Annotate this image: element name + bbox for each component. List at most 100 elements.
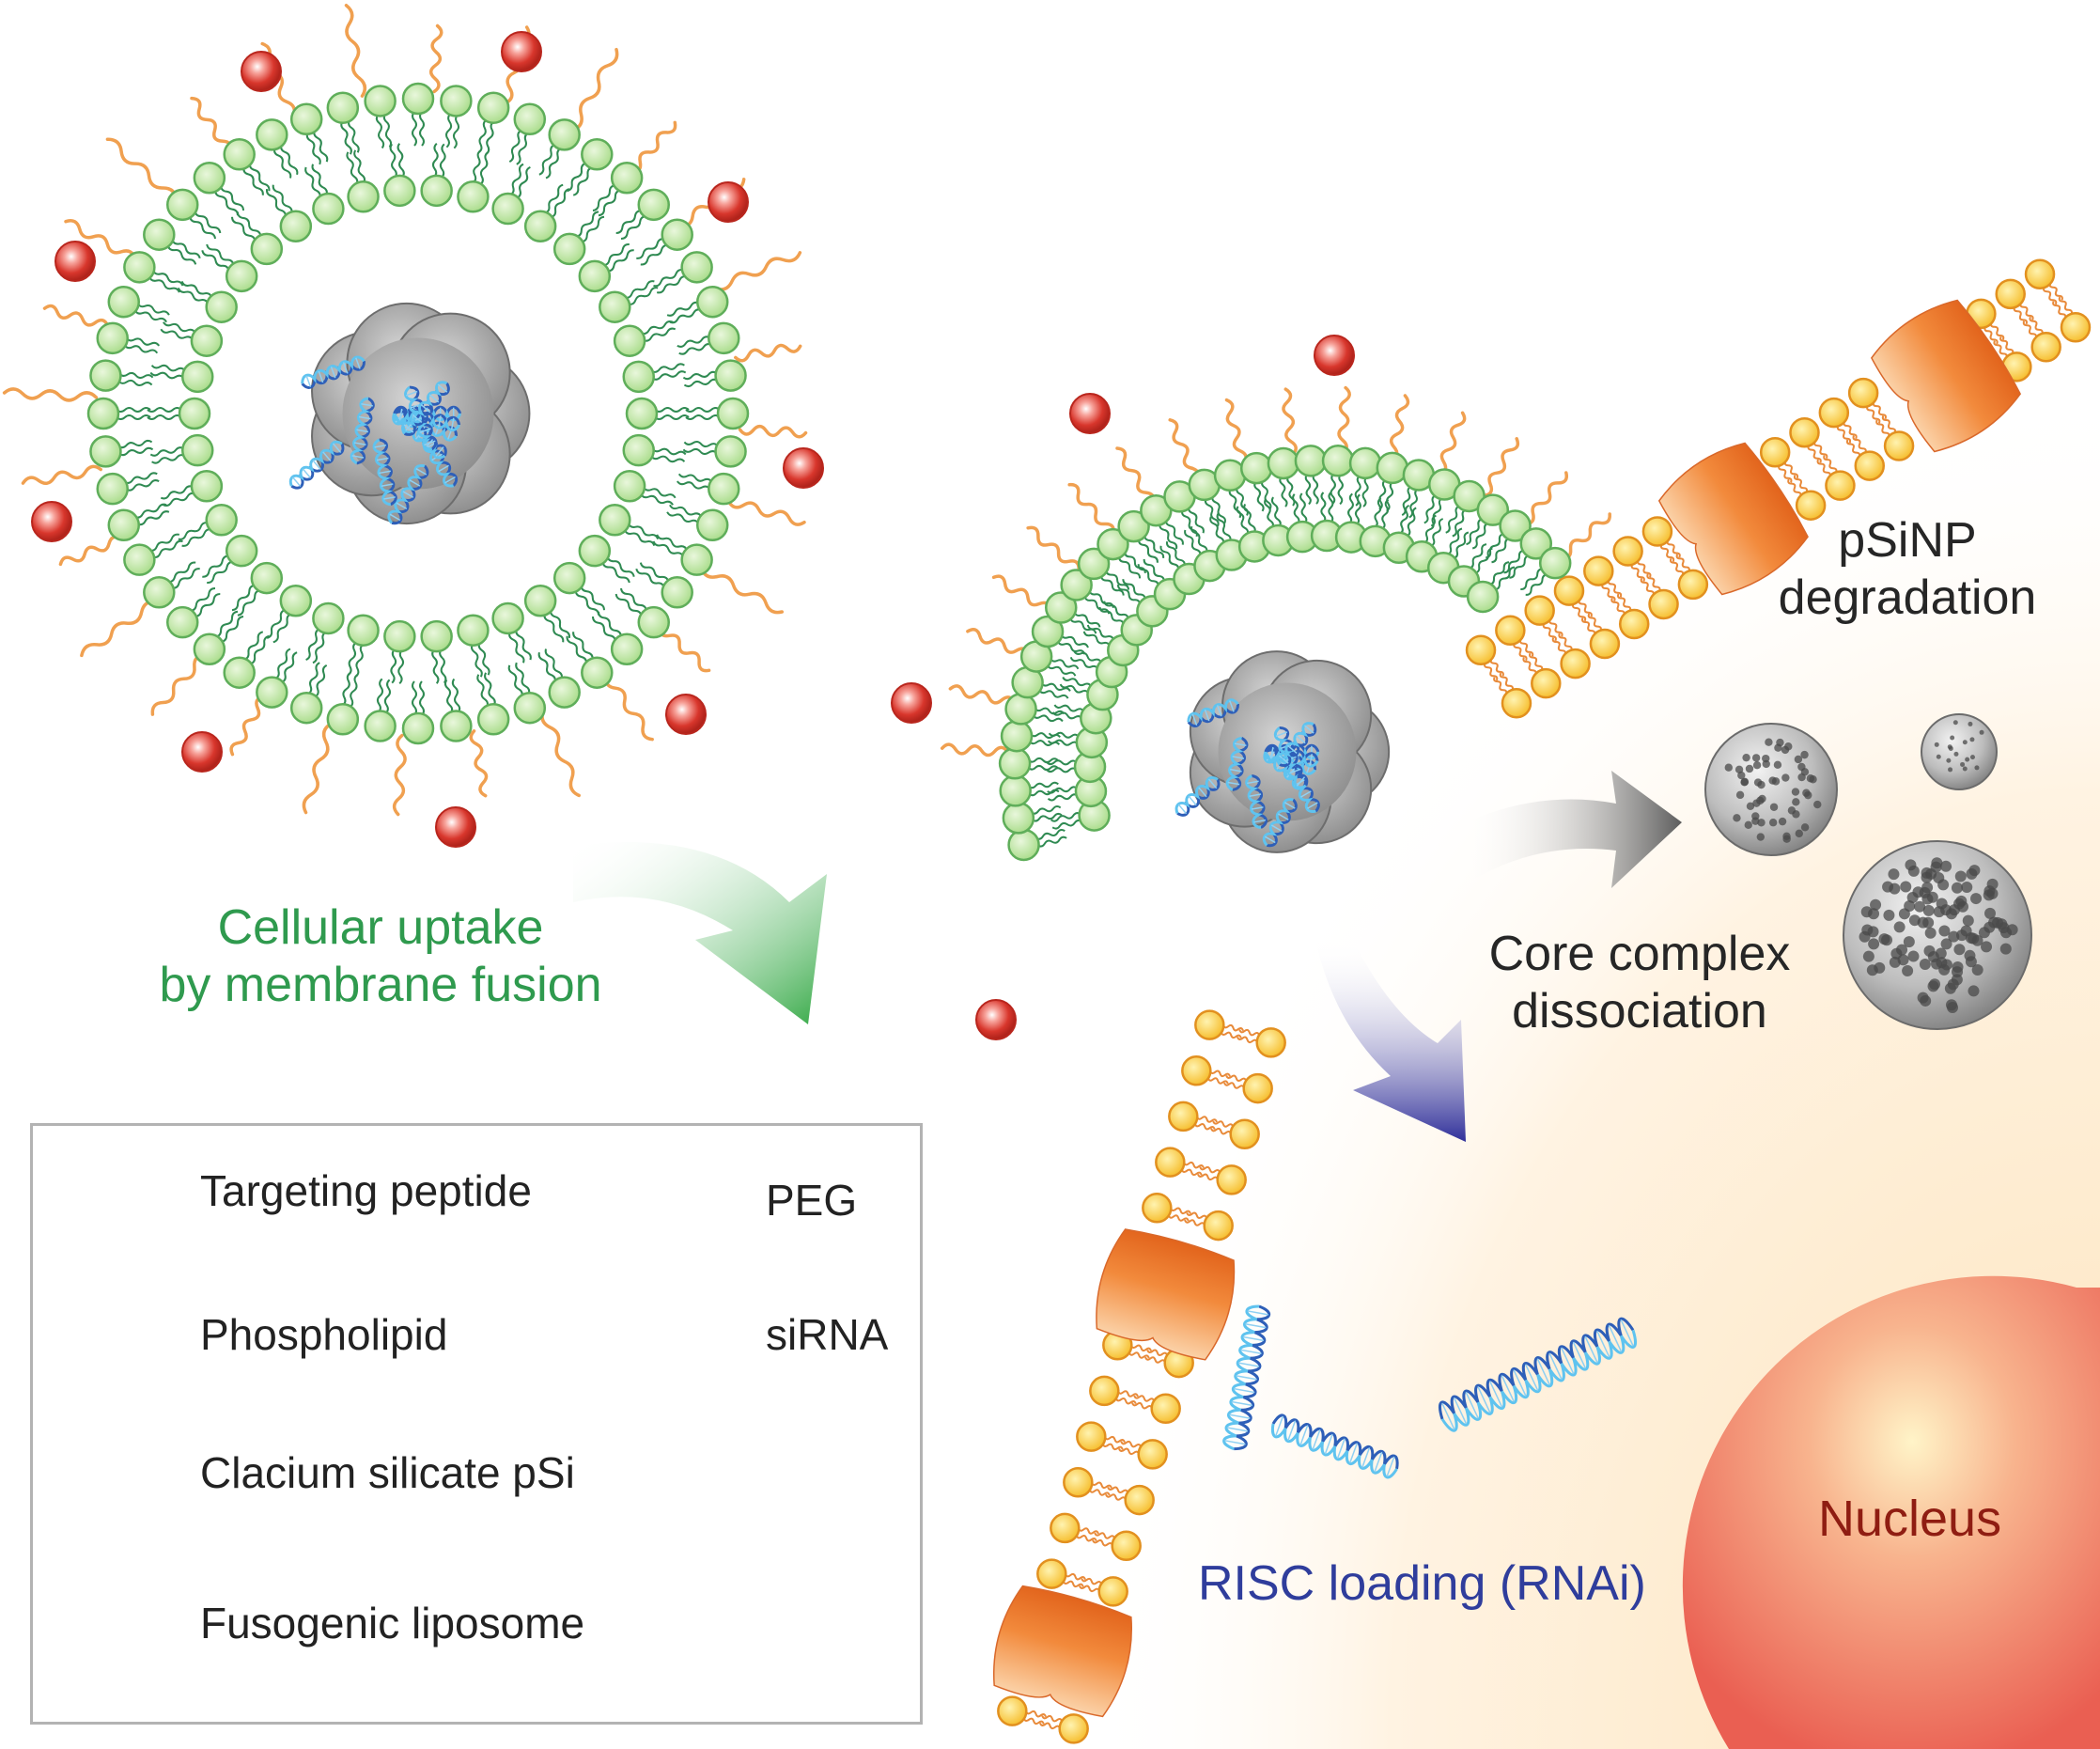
- lipid-head: [347, 614, 380, 647]
- sirna-base-pair: [1247, 1310, 1268, 1316]
- lipid-tail: [1220, 1031, 1242, 1039]
- sirna-base-pair: [1226, 1427, 1249, 1432]
- lipid-tail: [1601, 584, 1616, 602]
- pore: [1745, 764, 1754, 773]
- lipid-tail: [1073, 649, 1103, 664]
- lipid-tail: [1836, 425, 1852, 444]
- sirna-base-pair: [355, 357, 361, 369]
- pore: [1919, 886, 1931, 898]
- sirna-base-pair: [1453, 1397, 1468, 1425]
- lipid-tail: [273, 648, 291, 680]
- core-label-line2: dissociation: [1512, 984, 1767, 1039]
- lipid-head: [190, 324, 224, 357]
- sirna-base-pair: [396, 502, 408, 510]
- lipid-tail: [1474, 547, 1493, 574]
- lipid-tail: [1630, 564, 1645, 582]
- sirna-base-pair: [1177, 804, 1188, 815]
- pSi-siRNA-core: [1174, 650, 1391, 853]
- lipid-tail: [304, 166, 321, 199]
- sirna-duplex: [1222, 1304, 1271, 1451]
- membrane-lipid-head: [2024, 258, 2056, 290]
- sirna-strand: [288, 440, 343, 487]
- pore: [1765, 738, 1773, 746]
- sirna-base-pair: [1232, 756, 1245, 759]
- lipid-tail: [550, 609, 571, 639]
- pore: [1952, 961, 1964, 974]
- pore: [1907, 950, 1920, 962]
- lipid-tail: [572, 632, 594, 661]
- lipid-tail: [1099, 575, 1125, 596]
- lipid-tail: [147, 414, 182, 420]
- pore: [1806, 774, 1815, 783]
- pore: [1868, 908, 1880, 920]
- pore: [1921, 867, 1933, 879]
- lipid-tail: [266, 608, 287, 639]
- lipid-tail: [682, 447, 718, 456]
- lipid-tail: [1062, 1580, 1084, 1588]
- pore: [1923, 945, 1936, 957]
- sirna-base-pair: [409, 479, 421, 487]
- lipid-tail: [1328, 492, 1334, 523]
- lipid-head: [289, 102, 323, 136]
- lipid-tail: [1509, 554, 1531, 579]
- lipid-head: [86, 397, 120, 430]
- legend-label-calcium-silicate: Clacium silicate pSi: [200, 1448, 575, 1497]
- lipid-tail: [2052, 301, 2067, 320]
- pore: [1948, 930, 1960, 943]
- membrane-protein: [1871, 299, 2021, 453]
- sirna-base-pair: [318, 370, 324, 383]
- sirna-strand: [387, 463, 426, 524]
- sirna-strand: [401, 381, 448, 435]
- lipid-tail: [390, 648, 397, 684]
- lipid-head: [89, 435, 122, 468]
- lipid-tail: [163, 492, 196, 507]
- lipid-tail: [1048, 731, 1081, 739]
- lipid-tail: [1499, 672, 1514, 691]
- lipid-tail: [202, 554, 229, 578]
- pore: [1983, 907, 1996, 919]
- lipid-head: [680, 251, 713, 284]
- lipid-tail: [1587, 613, 1602, 632]
- pore: [1800, 768, 1810, 776]
- membrane-lipid-head: [1553, 575, 1585, 606]
- pore: [1938, 925, 1951, 937]
- lipid-tail: [1513, 643, 1528, 662]
- targeting-peptide-icon: [783, 447, 824, 489]
- lipid-tail: [636, 238, 665, 259]
- pore: [1859, 930, 1871, 943]
- sirna-base-pair: [330, 367, 336, 379]
- sirna-base-pair: [1465, 1391, 1479, 1419]
- membrane-lipid-head: [1560, 648, 1591, 679]
- pore: [1735, 790, 1745, 800]
- lipid-tail: [1494, 566, 1516, 591]
- lipid-tail: [538, 143, 556, 176]
- lipid-head: [1453, 479, 1486, 513]
- lipid-tail: [117, 439, 153, 449]
- lipid-tail: [1578, 599, 1593, 617]
- lipid-head: [107, 285, 141, 319]
- lipid-tail: [1399, 505, 1410, 536]
- lipid-tail: [149, 446, 185, 457]
- lipid-tail: [650, 455, 686, 463]
- legend: [30, 1123, 923, 1725]
- lipid-tail: [1124, 551, 1146, 573]
- sirna-duplex: [387, 463, 429, 525]
- membrane-lipid-head: [1168, 1101, 1199, 1132]
- lipid-tail: [574, 590, 600, 616]
- cell-membrane: [992, 258, 2092, 1744]
- lipid-head: [193, 161, 226, 195]
- lipid-tail: [1212, 1120, 1235, 1128]
- lipid-tail: [1211, 494, 1226, 524]
- lipid-tail: [1088, 589, 1114, 608]
- protein-body: [1096, 1228, 1236, 1361]
- membrane-lipid-head: [1847, 377, 1879, 409]
- lipid-tail: [1101, 1443, 1124, 1451]
- lipid-tail: [280, 144, 299, 176]
- membrane-lipid-head: [997, 1695, 1028, 1726]
- pore: [1902, 964, 1914, 976]
- peg-chain: [738, 424, 808, 439]
- lipid-tail: [1030, 805, 1062, 815]
- lipid-tail: [1133, 1395, 1156, 1402]
- lipid-tail: [1146, 1349, 1169, 1357]
- sirna-base-pair: [361, 402, 373, 407]
